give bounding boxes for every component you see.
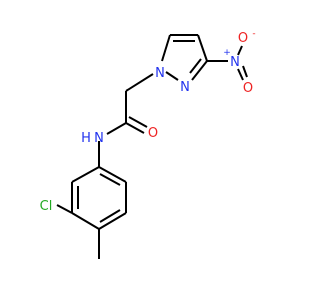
- bond-ar-cl: [56, 204, 73, 214]
- nitro-n-charge: +: [223, 48, 231, 58]
- bond-carbonyl-o-double: [128, 116, 148, 128]
- atom-chlorine: Cl: [40, 199, 53, 214]
- bond-lines: [56, 34, 248, 259]
- bond-n1-ch2: [125, 73, 154, 92]
- atom-amide-h: H: [81, 131, 91, 146]
- chemical-structure: N N N + O - O O H N Cl: [40, 29, 256, 259]
- bond-c4-c3: [197, 34, 208, 62]
- bond-n1-c5: [161, 34, 171, 62]
- atom-pyrazole-n2: N: [180, 80, 190, 95]
- bond-ar-1-2: [71, 166, 100, 183]
- bond-nitro-o2b: [242, 65, 248, 78]
- bond-carbonyl-n: [106, 122, 127, 135]
- atom-labels: N N N + O - O O H N Cl: [40, 29, 256, 214]
- atom-carbonyl-o: O: [148, 126, 158, 141]
- atom-pyrazole-n1: N: [155, 66, 165, 81]
- atom-amide-n: N: [94, 131, 104, 146]
- bond-c3-n2: [191, 60, 208, 81]
- atom-nitro-o1: O: [238, 31, 248, 46]
- bond-ar-4-5-double: [99, 209, 121, 223]
- bond-c3-n2-double: [189, 58, 202, 74]
- bond-nitro-o2a: [237, 68, 244, 81]
- bond-nitro-o1: [237, 45, 243, 56]
- atom-nitro-o2: O: [243, 81, 253, 96]
- atom-nitro-n: N: [230, 55, 240, 70]
- bond-ar-3-4: [71, 212, 100, 230]
- bond-ar-6-1-double: [99, 173, 121, 186]
- bond-n2-n1: [165, 71, 179, 81]
- bond-ar-4-5: [98, 212, 127, 230]
- bond-ar-6-1: [98, 166, 127, 183]
- nitro-o1-charge: -: [252, 29, 255, 39]
- bond-carbonyl-o: [125, 122, 145, 134]
